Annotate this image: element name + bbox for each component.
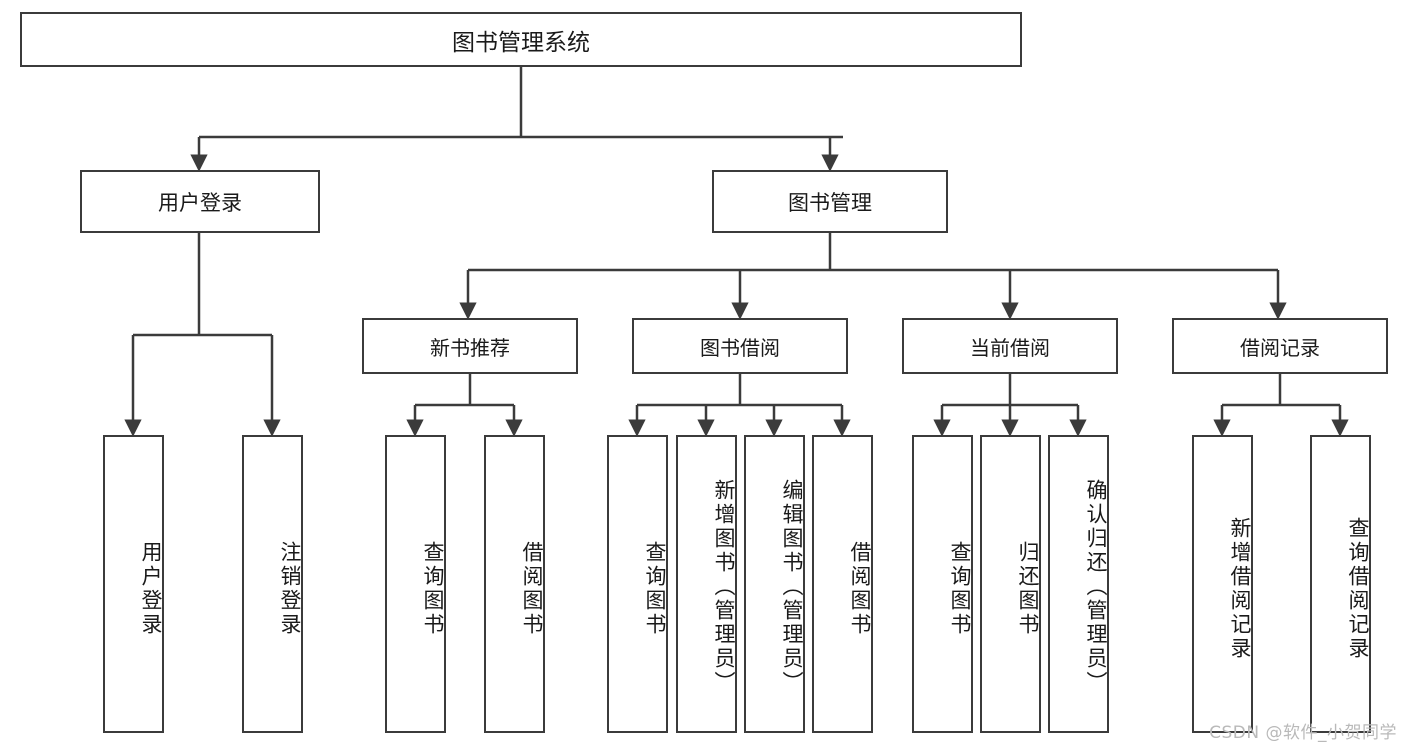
node-user-login[interactable]: 用户登录	[80, 170, 320, 233]
node-borrow-record[interactable]: 借阅记录	[1172, 318, 1388, 374]
node-leaf-return-book[interactable]: 归还图书	[980, 435, 1041, 733]
node-leaf-borrow-book-2-label: 借阅图书	[848, 541, 872, 637]
node-leaf-borrow-book-2[interactable]: 借阅图书	[812, 435, 873, 733]
node-leaf-user-login-label: 用户登录	[139, 541, 163, 637]
node-book-borrow[interactable]: 图书借阅	[632, 318, 848, 374]
node-book-management[interactable]: 图书管理	[712, 170, 948, 233]
node-leaf-query-book-2[interactable]: 查询图书	[607, 435, 668, 733]
node-leaf-query-record-label: 查询借阅记录	[1346, 517, 1370, 661]
node-leaf-query-book-2-label: 查询图书	[643, 541, 667, 637]
node-leaf-query-book-3-label: 查询图书	[948, 541, 972, 637]
node-leaf-query-book-3[interactable]: 查询图书	[912, 435, 973, 733]
node-leaf-add-record-label: 新增借阅记录	[1228, 517, 1252, 661]
node-leaf-user-login[interactable]: 用户登录	[103, 435, 164, 733]
node-leaf-return-book-label: 归还图书	[1016, 541, 1040, 637]
node-current-borrow[interactable]: 当前借阅	[902, 318, 1118, 374]
node-leaf-query-book-1[interactable]: 查询图书	[385, 435, 446, 733]
node-current-borrow-label: 当前借阅	[970, 335, 1050, 360]
csdn-watermark: CSDN @软件_小贺同学	[1209, 723, 1397, 743]
node-leaf-borrow-book-1[interactable]: 借阅图书	[484, 435, 545, 733]
node-new-book-recommend-label: 新书推荐	[430, 335, 510, 360]
node-book-management-label: 图书管理	[788, 190, 872, 215]
node-leaf-add-book[interactable]: 新增图书（管理员）	[676, 435, 737, 733]
node-user-login-label: 用户登录	[158, 190, 242, 215]
node-new-book-recommend[interactable]: 新书推荐	[362, 318, 578, 374]
node-leaf-confirm-return[interactable]: 确认归还（管理员）	[1048, 435, 1109, 733]
node-leaf-edit-book[interactable]: 编辑图书（管理员）	[744, 435, 805, 733]
node-leaf-edit-book-label: 编辑图书（管理员）	[780, 479, 804, 695]
node-root-label: 图书管理系统	[452, 29, 590, 56]
node-book-borrow-label: 图书借阅	[700, 335, 780, 360]
node-leaf-logout-label: 注销登录	[278, 541, 302, 637]
node-borrow-record-label: 借阅记录	[1240, 335, 1320, 360]
node-leaf-add-record[interactable]: 新增借阅记录	[1192, 435, 1253, 733]
node-root[interactable]: 图书管理系统	[20, 12, 1022, 67]
node-leaf-logout[interactable]: 注销登录	[242, 435, 303, 733]
node-leaf-confirm-return-label: 确认归还（管理员）	[1084, 479, 1108, 695]
node-leaf-borrow-book-1-label: 借阅图书	[520, 541, 544, 637]
node-leaf-query-book-1-label: 查询图书	[421, 541, 445, 637]
node-leaf-add-book-label: 新增图书（管理员）	[712, 479, 736, 695]
node-leaf-query-record[interactable]: 查询借阅记录	[1310, 435, 1371, 733]
